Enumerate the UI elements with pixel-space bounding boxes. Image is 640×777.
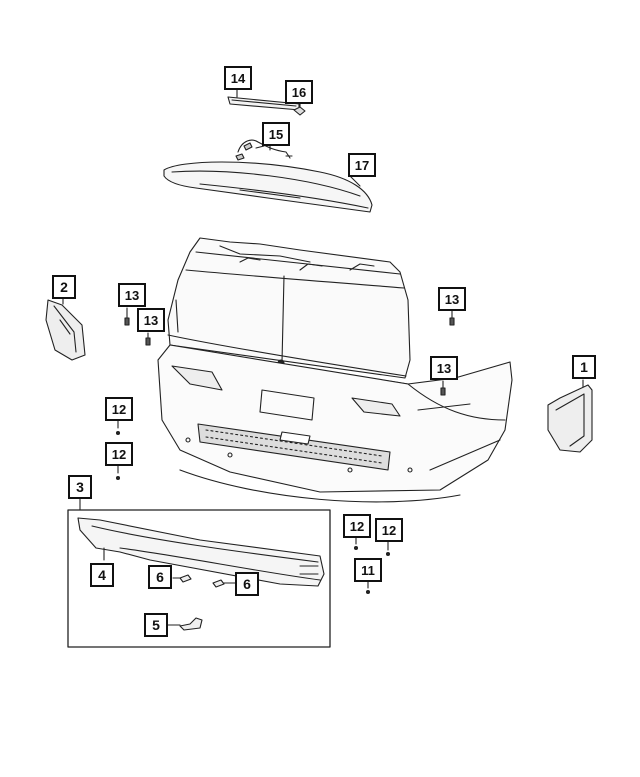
callout-5: 5 [144, 613, 168, 637]
callout-6: 6 [235, 572, 259, 596]
callout-13: 13 [438, 287, 466, 311]
wiring-harness-part [235, 139, 293, 161]
callout-11: 11 [354, 558, 382, 582]
callout-2: 2 [52, 275, 76, 299]
callout-12: 12 [105, 397, 133, 421]
lower-fascia-part [77, 517, 325, 587]
callout-12: 12 [343, 514, 371, 538]
fastener-13 [124, 307, 455, 396]
callout-16: 16 [285, 80, 313, 104]
callout-15: 15 [262, 122, 290, 146]
right-tail-lamp-part [547, 379, 593, 453]
callout-6: 6 [148, 565, 172, 589]
spoiler-part [163, 161, 373, 213]
callout-14: 14 [224, 66, 252, 90]
callout-12: 12 [105, 442, 133, 466]
callout-4: 4 [90, 563, 114, 587]
bracket-part-5 [167, 617, 203, 631]
left-tail-lamp-part [45, 298, 86, 361]
callout-13: 13 [430, 356, 458, 380]
callout-1: 1 [572, 355, 596, 379]
callout-12: 12 [375, 518, 403, 542]
callout-3: 3 [68, 475, 92, 499]
callout-17: 17 [348, 153, 376, 177]
bumper-fascia [157, 344, 513, 503]
clip-part-6 [172, 574, 236, 588]
callout-13: 13 [137, 308, 165, 332]
callout-13: 13 [118, 283, 146, 307]
